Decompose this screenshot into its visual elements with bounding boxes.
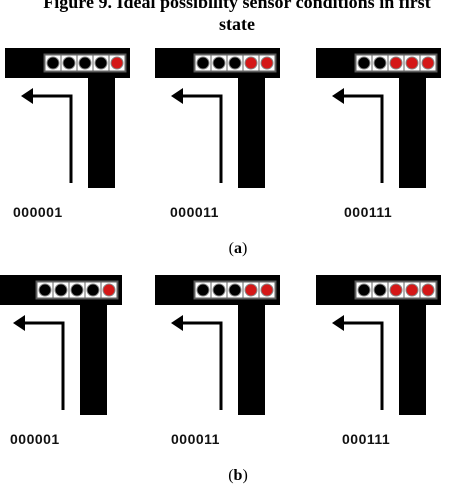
panel-b-2 [155, 275, 305, 425]
sensor-on-led-icon [389, 56, 403, 70]
arrow-head-icon [171, 315, 183, 331]
sensor-code-b-2: 000011 [171, 431, 220, 447]
sensor-on-led-icon [421, 283, 435, 297]
sensor-off-led-icon [62, 56, 76, 70]
sensor-on-led-icon [421, 56, 435, 70]
sensor-off-led-icon [373, 283, 387, 297]
arrow-head-icon [13, 315, 25, 331]
track-diagram [155, 275, 280, 415]
sensor-code-a-3: 000111 [344, 204, 393, 220]
sensor-off-led-icon [196, 56, 210, 70]
arrow-head-icon [171, 88, 183, 104]
track-diagram [316, 275, 441, 415]
sensor-on-led-icon [260, 56, 274, 70]
sensor-off-led-icon [373, 56, 387, 70]
track-diagram [155, 48, 280, 188]
sensor-code-a-2: 000011 [170, 204, 219, 220]
panel-a-2 [155, 48, 305, 198]
subfigure-label-a: (a) [228, 240, 248, 257]
sensor-off-led-icon [212, 283, 226, 297]
sensor-on-led-icon [260, 283, 274, 297]
sensor-off-led-icon [70, 283, 84, 297]
sensor-on-led-icon [405, 283, 419, 297]
sensor-off-led-icon [46, 56, 60, 70]
track-diagram [0, 275, 122, 415]
sensor-off-led-icon [357, 283, 371, 297]
turn-left-arrow-icon [29, 94, 73, 183]
panel-a-3 [316, 48, 466, 198]
sensor-on-led-icon [244, 56, 258, 70]
sensor-off-led-icon [357, 56, 371, 70]
sensor-on-led-icon [389, 283, 403, 297]
turn-left-arrow-icon [179, 94, 223, 183]
sensor-off-led-icon [196, 283, 210, 297]
track-diagram [5, 48, 130, 188]
figure-title-line-2: state [219, 14, 255, 34]
arrow-head-icon [21, 88, 33, 104]
sensor-on-led-icon [110, 56, 124, 70]
sensor-code-a-1: 000001 [13, 204, 63, 220]
sensor-code-b-1: 000001 [10, 431, 60, 447]
sensor-off-led-icon [38, 283, 52, 297]
panel-b-1 [0, 275, 147, 425]
turn-left-arrow-icon [340, 94, 384, 183]
sensor-on-led-icon [405, 56, 419, 70]
sensor-on-led-icon [244, 283, 258, 297]
sensor-off-led-icon [86, 283, 100, 297]
turn-left-arrow-icon [179, 321, 223, 410]
sensor-off-led-icon [78, 56, 92, 70]
sensor-on-led-icon [102, 283, 116, 297]
sensor-off-led-icon [228, 56, 242, 70]
turn-left-arrow-icon [340, 321, 384, 410]
sensor-off-led-icon [212, 56, 226, 70]
panel-a-1 [5, 48, 155, 198]
sensor-off-led-icon [228, 283, 242, 297]
panel-b-3 [316, 275, 466, 425]
track-diagram [316, 48, 441, 188]
figure-title-line-1: Figure 9. Ideal possibility sensor condi… [43, 0, 431, 12]
subfigure-label-b: (b) [228, 467, 248, 484]
arrow-head-icon [332, 315, 344, 331]
sensor-off-led-icon [94, 56, 108, 70]
arrow-head-icon [332, 88, 344, 104]
sensor-off-led-icon [54, 283, 68, 297]
sensor-code-b-3: 000111 [342, 431, 391, 447]
turn-left-arrow-icon [21, 321, 65, 410]
